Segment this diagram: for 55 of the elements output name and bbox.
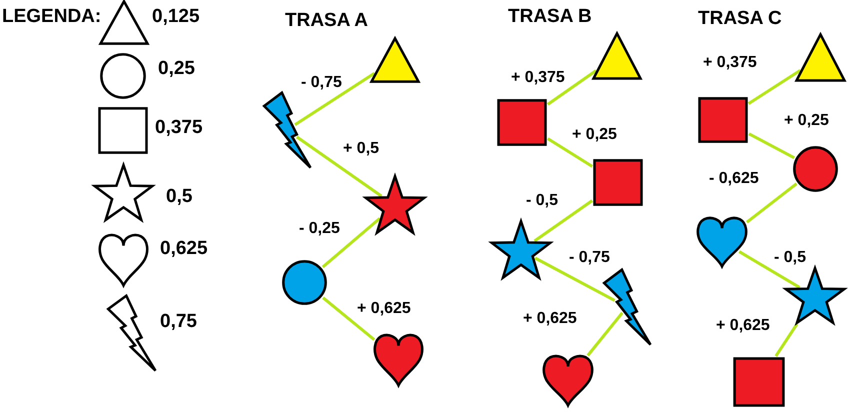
connector-line bbox=[534, 256, 616, 302]
triangle-icon bbox=[795, 33, 846, 82]
legend-value: 0,75 bbox=[160, 311, 197, 333]
connector-line bbox=[322, 217, 381, 268]
connector-line bbox=[546, 69, 597, 106]
edge-label: + 0,25 bbox=[783, 112, 830, 130]
route-heading: TRASA B bbox=[508, 6, 592, 28]
edge-label: + 0,625 bbox=[715, 317, 771, 336]
edge-label: - 0,5 bbox=[525, 192, 560, 210]
square-icon bbox=[497, 99, 547, 146]
lightning-bolt-icon bbox=[602, 267, 652, 347]
square-icon bbox=[593, 159, 643, 206]
legend-value: 0,5 bbox=[166, 186, 192, 208]
edge-label: + 0,375 bbox=[702, 54, 758, 72]
connector-line bbox=[534, 199, 594, 242]
edge-label: + 0,625 bbox=[356, 300, 412, 318]
legend-value: 0,25 bbox=[158, 58, 195, 80]
heart-icon bbox=[541, 353, 595, 407]
square-icon bbox=[733, 357, 785, 407]
edge-label: - 0,625 bbox=[708, 170, 760, 188]
route-heading: TRASA A bbox=[285, 10, 368, 32]
edge-label: + 0,25 bbox=[571, 126, 618, 144]
legend-value: 0,625 bbox=[160, 238, 208, 260]
connector-line bbox=[748, 132, 795, 160]
edge-label: - 0,5 bbox=[773, 249, 808, 268]
edge-label: - 0,25 bbox=[298, 220, 341, 238]
heart-icon bbox=[695, 215, 749, 268]
connector-line bbox=[294, 72, 376, 126]
star-icon bbox=[489, 218, 553, 283]
circle-icon bbox=[793, 146, 838, 192]
legend-value: 0,125 bbox=[152, 6, 200, 28]
circle-icon bbox=[282, 260, 327, 305]
connector-line bbox=[748, 69, 802, 105]
route-heading: TRASA C bbox=[698, 8, 782, 30]
connector-line bbox=[547, 137, 593, 168]
edge-label: + 0,625 bbox=[522, 310, 578, 328]
connector-line bbox=[586, 312, 624, 356]
connector-line bbox=[746, 182, 798, 224]
star-icon bbox=[363, 173, 427, 238]
connector-line bbox=[322, 296, 376, 341]
legend-value: 0,375 bbox=[155, 117, 203, 139]
star-icon bbox=[783, 265, 847, 328]
lightning-bolt-icon bbox=[262, 90, 312, 170]
connector-line bbox=[296, 136, 382, 198]
edge-label: + 0,375 bbox=[510, 69, 566, 88]
edge-label: - 0,75 bbox=[568, 249, 611, 268]
legend-title: LEGENDA: bbox=[2, 6, 102, 28]
edge-label: + 0,5 bbox=[342, 140, 380, 158]
square-icon bbox=[698, 97, 748, 143]
heart-icon bbox=[372, 332, 425, 387]
edge-label: - 0,75 bbox=[300, 74, 343, 92]
triangle-icon bbox=[592, 32, 642, 80]
connector-line bbox=[738, 250, 800, 289]
connector-line bbox=[774, 323, 798, 357]
triangle-icon bbox=[370, 37, 420, 83]
